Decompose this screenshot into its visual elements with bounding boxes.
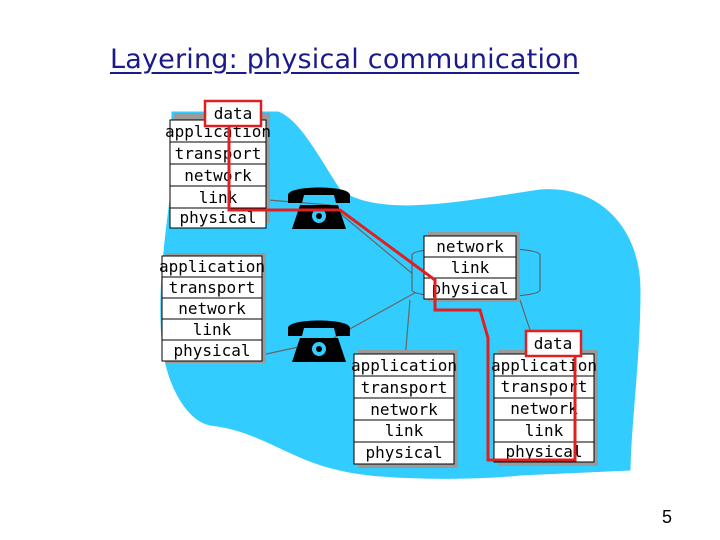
layer-network: network [436,237,504,256]
layer-link: link [193,320,232,339]
layer-link: link [451,258,490,277]
data-label-source: data [203,99,263,128]
layer-network: network [184,166,252,185]
telephone-icon [288,320,350,362]
layer-network: network [370,400,438,419]
layer-application: application [159,257,265,276]
layer-physical: physical [431,279,508,298]
page-number: 5 [661,507,672,527]
layer-link: link [385,421,424,440]
protocol-stack-bottom-middle: application transport network link physi… [351,350,458,468]
protocol-stack-bottom-right: application transport network link physi… [491,350,598,466]
protocol-stack-top-left: application transport network link physi… [165,113,271,229]
layer-link: link [199,188,238,207]
data-label-destination: data [524,329,583,358]
layer-physical: physical [505,442,582,461]
slide-title: Layering: physical communication [110,44,580,75]
data-label-destination-text: data [534,334,573,353]
layer-physical: physical [179,208,256,227]
protocol-stack-mid-left: application transport network link physi… [159,253,266,363]
layer-network: network [178,299,246,318]
layer-application: application [351,356,457,375]
layer-link: link [525,421,564,440]
layer-transport: transport [169,278,256,297]
layer-transport: transport [361,378,448,397]
data-label-source-text: data [214,104,253,123]
layer-physical: physical [365,443,442,462]
layer-transport: transport [501,377,588,396]
data-path [227,124,577,462]
layer-application: application [491,356,597,375]
layer-network: network [510,399,578,418]
layer-transport: transport [175,144,262,163]
layer-physical: physical [173,341,250,360]
protocol-stack-router: network link physical [423,232,520,302]
